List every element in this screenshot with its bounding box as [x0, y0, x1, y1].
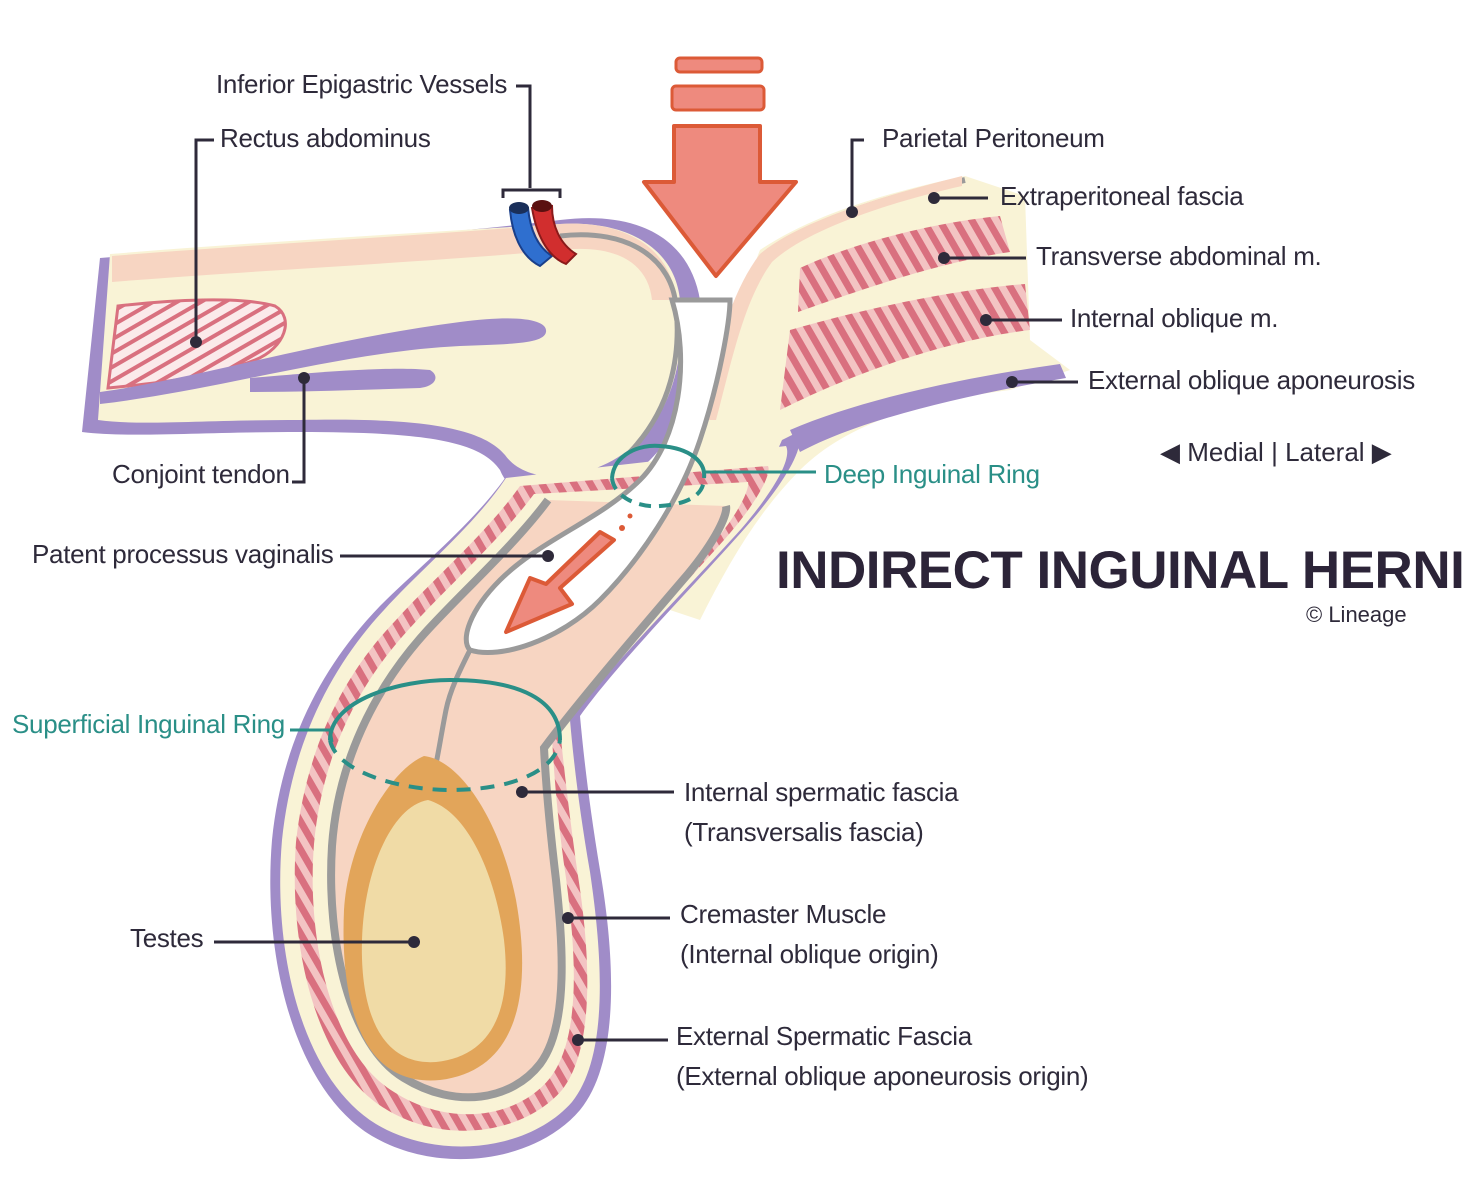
label-cremaster-muscle-sub: (Internal oblique origin)	[680, 939, 939, 969]
leader-lines	[190, 84, 1078, 1046]
dot-testes	[408, 936, 420, 948]
label-conjoint-tendon: Conjoint tendon	[112, 459, 290, 489]
leader-conjoint	[292, 378, 306, 484]
orientation-separator: |	[1271, 437, 1278, 467]
artery-cross-section	[532, 200, 552, 212]
dot-extraperitoneal	[928, 192, 940, 204]
canal-arrow-dot-1	[619, 525, 625, 531]
superficial-ring-dashed	[328, 739, 562, 793]
leader-superficial-ring	[290, 728, 334, 743]
deep-inguinal-ring	[610, 443, 707, 509]
diagram-title: INDIRECT INGUINAL HERNIA	[776, 541, 1464, 600]
epigastric-artery	[530, 204, 578, 266]
vein-cross-section	[509, 202, 529, 214]
leader-rectus	[194, 138, 214, 342]
label-superficial-inguinal-ring: Superficial Inguinal Ring	[12, 709, 285, 739]
dot-transverse	[938, 252, 950, 264]
orientation-medial: Medial	[1187, 437, 1264, 467]
superficial-ring-solid	[328, 677, 562, 741]
patent-processus-vaginalis-sac	[463, 297, 733, 656]
dot-internal-spermatic	[516, 786, 528, 798]
label-internal-spermatic-fascia: Internal spermatic fascia	[684, 777, 959, 807]
arrow-bar-top	[674, 56, 764, 74]
copyright-credit: © Lineage	[1306, 602, 1407, 627]
arrow-bar-middle	[670, 84, 766, 112]
teal-leader-lines	[290, 470, 816, 743]
canal-arrow-dot-2	[627, 513, 633, 519]
orientation-lateral: Lateral	[1285, 437, 1365, 467]
rectus-sheath-band	[100, 318, 547, 404]
transverse-abdominal-muscle	[798, 216, 1010, 312]
dot-conjoint	[298, 372, 310, 384]
label-testes: Testes	[130, 923, 204, 953]
dot-rectus	[190, 336, 202, 348]
label-extraperitoneal-fascia: Extraperitoneal fascia	[1000, 181, 1244, 211]
label-internal-oblique: Internal oblique m.	[1070, 303, 1279, 333]
downward-arrow	[642, 56, 798, 278]
leader-parietal-peritoneum	[850, 138, 864, 212]
testis-inner	[361, 800, 506, 1063]
testis	[343, 756, 523, 1081]
label-transverse-abdominal: Transverse abdominal m.	[1036, 241, 1322, 271]
label-cremaster-muscle: Cremaster Muscle	[680, 899, 887, 929]
dot-external-spermatic	[572, 1034, 584, 1046]
external-oblique-aponeurosis-band	[790, 364, 1066, 452]
label-patent-processus-vaginalis: Patent processus vaginalis	[32, 539, 334, 569]
dot-parietal-peritoneum	[846, 206, 858, 218]
dot-processus	[542, 550, 554, 562]
dot-cremaster	[562, 912, 574, 924]
label-external-spermatic-fascia: External Spermatic Fascia	[676, 1021, 972, 1051]
arrow-head	[642, 124, 798, 278]
medial-abdominal-wall	[82, 218, 701, 500]
deep-ring-solid	[610, 443, 707, 479]
internal-oblique-muscle	[780, 284, 1030, 410]
inferior-epigastric-vessels	[508, 200, 578, 268]
epigastric-vein	[508, 206, 554, 268]
label-parietal-peritoneum: Parietal Peritoneum	[882, 123, 1105, 153]
dot-external-oblique	[1006, 376, 1018, 388]
label-external-oblique-aponeurosis: External oblique aponeurosis	[1088, 365, 1415, 395]
left-triangle-icon: ◀	[1160, 437, 1180, 467]
label-inferior-epigastric-vessels: Inferior Epigastric Vessels	[216, 69, 508, 99]
label-external-spermatic-fascia-sub: (External oblique aponeurosis origin)	[676, 1061, 1089, 1091]
right-triangle-icon: ▶	[1371, 437, 1392, 467]
leader-inferior-epigastric	[516, 84, 532, 188]
label-rectus-abdominus: Rectus abdominus	[220, 123, 431, 153]
bracket-inferior-epigastric	[501, 188, 562, 198]
dot-internal-oblique	[980, 314, 992, 326]
canal-arrow-body	[504, 530, 616, 634]
deep-ring-dashed	[610, 477, 706, 509]
label-deep-inguinal-ring: Deep Inguinal Ring	[824, 459, 1040, 489]
conjoint-tendon-band	[250, 368, 436, 392]
superficial-inguinal-ring	[328, 677, 562, 793]
canal-arrow	[504, 513, 633, 634]
label-internal-spermatic-fascia-sub: (Transversalis fascia)	[684, 817, 924, 847]
peritoneum-lateral-band	[700, 176, 962, 420]
orientation-indicator: ◀ Medial | Lateral ▶	[1160, 432, 1392, 472]
